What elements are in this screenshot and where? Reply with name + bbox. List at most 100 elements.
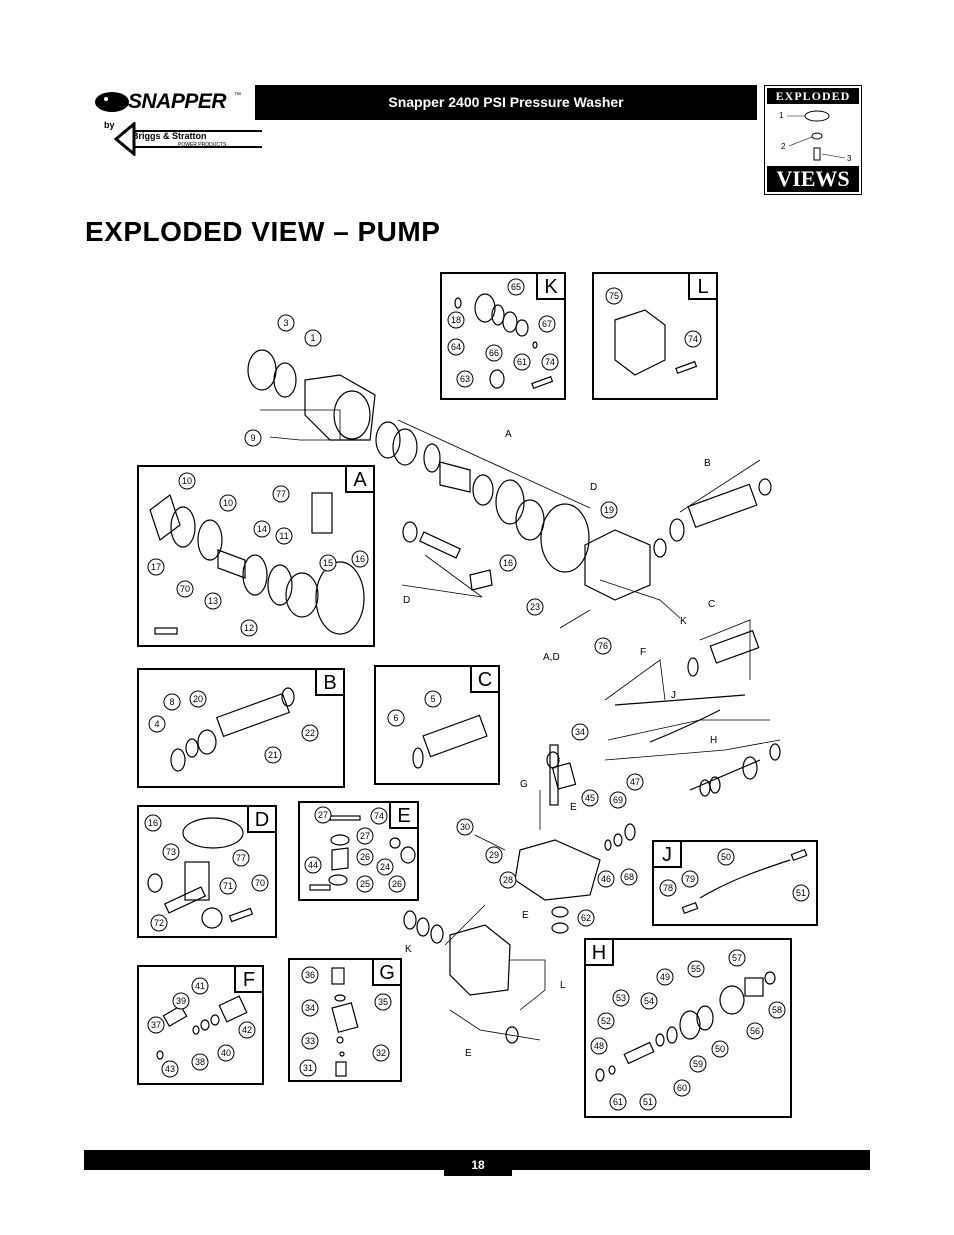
- h-callout-56: 56: [750, 1026, 760, 1036]
- letter-e-3: E: [465, 1048, 472, 1059]
- d-callout-70: 70: [255, 878, 265, 888]
- logo-tm: ™: [234, 92, 241, 99]
- callout-1: 1: [310, 333, 315, 343]
- h-callout-55: 55: [691, 964, 701, 974]
- c-callout-5: 5: [430, 694, 435, 704]
- b-callout-21: 21: [268, 750, 278, 760]
- logo-brand: Briggs & Stratton: [132, 131, 207, 141]
- f-callout-43: 43: [165, 1064, 175, 1074]
- panel-d-label: D: [247, 807, 275, 833]
- f-callout-40: 40: [221, 1048, 231, 1058]
- h-callout-48: 48: [594, 1041, 604, 1051]
- k-callout-61: 61: [517, 357, 527, 367]
- callout-29: 29: [489, 850, 499, 860]
- part-manifold: [514, 839, 601, 901]
- briggs-diamond-icon: [114, 122, 262, 156]
- callout-16: 16: [503, 558, 513, 568]
- h-callout-60: 60: [677, 1083, 687, 1093]
- page-title: EXPLODED VIEW – PUMP: [85, 216, 441, 247]
- letter-b: B: [704, 458, 711, 469]
- b-callout-8: 8: [169, 697, 174, 707]
- h-callout-53: 53: [616, 993, 626, 1003]
- part-ring-3: [247, 349, 277, 391]
- panel-c-label: C: [470, 667, 498, 693]
- d-callout-77: 77: [236, 853, 246, 863]
- f-callout-39: 39: [176, 996, 186, 1006]
- panel-b-label: B: [315, 670, 343, 696]
- j-callout-79: 79: [685, 874, 695, 884]
- part-oring-16: [540, 503, 590, 573]
- badge-num-2: 2: [781, 142, 786, 151]
- letter-g: G: [520, 779, 528, 790]
- a-callout-14: 14: [257, 524, 267, 534]
- letter-d-1: D: [590, 482, 597, 493]
- f-callout-41: 41: [195, 981, 205, 991]
- e-callout-25: 25: [360, 879, 370, 889]
- letter-h: H: [710, 735, 717, 746]
- callout-45: 45: [585, 793, 595, 803]
- letter-d-2: D: [403, 595, 410, 606]
- badge-top: EXPLODED: [767, 88, 859, 104]
- l-callout-75: 75: [609, 291, 619, 301]
- d-callout-71: 71: [223, 881, 233, 891]
- letter-ad: A,D: [543, 652, 560, 663]
- h-callout-50: 50: [715, 1044, 725, 1054]
- e-callout-44: 44: [308, 860, 318, 870]
- h-callout-54: 54: [644, 996, 654, 1006]
- panel-a-label: A: [345, 467, 373, 493]
- k-callout-66: 66: [489, 348, 499, 358]
- g-callout-36: 36: [305, 970, 315, 980]
- callout-46: 46: [601, 874, 611, 884]
- h-callout-58: 58: [772, 1005, 782, 1015]
- panel-j: J: [652, 840, 818, 926]
- page-number: 18: [444, 1152, 512, 1176]
- a-callout-15: 15: [323, 558, 333, 568]
- k-callout-67: 67: [542, 319, 552, 329]
- callout-34: 34: [575, 727, 585, 737]
- d-callout-72: 72: [154, 918, 164, 928]
- b-callout-4: 4: [154, 719, 159, 729]
- g-callout-32: 32: [376, 1048, 386, 1058]
- letter-k-2: K: [405, 944, 412, 955]
- panel-h-label: H: [586, 940, 614, 966]
- panel-a: A: [137, 465, 375, 647]
- callout-9: 9: [250, 433, 255, 443]
- e-callout-27: 27: [318, 810, 328, 820]
- panel-e-label: E: [389, 803, 417, 829]
- callout-69: 69: [613, 795, 623, 805]
- h-callout-57: 57: [732, 953, 742, 963]
- e-callout-27b: 27: [360, 831, 370, 841]
- letter-f: F: [640, 647, 646, 658]
- letter-k-1: K: [680, 616, 687, 627]
- letter-c: C: [708, 599, 715, 610]
- panel-g-label: G: [372, 960, 400, 986]
- k-callout-63: 63: [460, 374, 470, 384]
- header-title-bar: Snapper 2400 PSI Pressure Washer: [255, 85, 757, 120]
- g-callout-35: 35: [378, 997, 388, 1007]
- panel-k-label: K: [536, 274, 564, 300]
- l-callout-74: 74: [688, 334, 698, 344]
- logo-word: SNAPPER: [128, 90, 227, 113]
- h-callout-52: 52: [601, 1016, 611, 1026]
- a-callout-10: 10: [182, 476, 192, 486]
- h-callout-49: 49: [660, 972, 670, 982]
- callout-62: 62: [581, 913, 591, 923]
- a-callout-11: 11: [279, 531, 288, 541]
- h-callout-51: 51: [643, 1097, 653, 1107]
- k-callout-64: 64: [451, 342, 461, 352]
- callout-28: 28: [503, 875, 513, 885]
- e-callout-26b: 26: [392, 879, 402, 889]
- letter-j: J: [671, 690, 676, 701]
- f-callout-37: 37: [151, 1020, 161, 1030]
- callout-19: 19: [604, 505, 614, 515]
- exploded-views-badge: EXPLODED 1 2 3 VIEWS: [764, 85, 862, 195]
- badge-num-3: 3: [847, 154, 852, 163]
- k-callout-74: 74: [545, 357, 555, 367]
- part-lower-head: [449, 924, 511, 996]
- callout-23: 23: [530, 602, 540, 612]
- b-callout-20: 20: [193, 694, 203, 704]
- letter-l: L: [560, 980, 566, 991]
- c-callout-6: 6: [393, 713, 398, 723]
- callout-68: 68: [624, 872, 634, 882]
- d-callout-16: 16: [148, 818, 158, 828]
